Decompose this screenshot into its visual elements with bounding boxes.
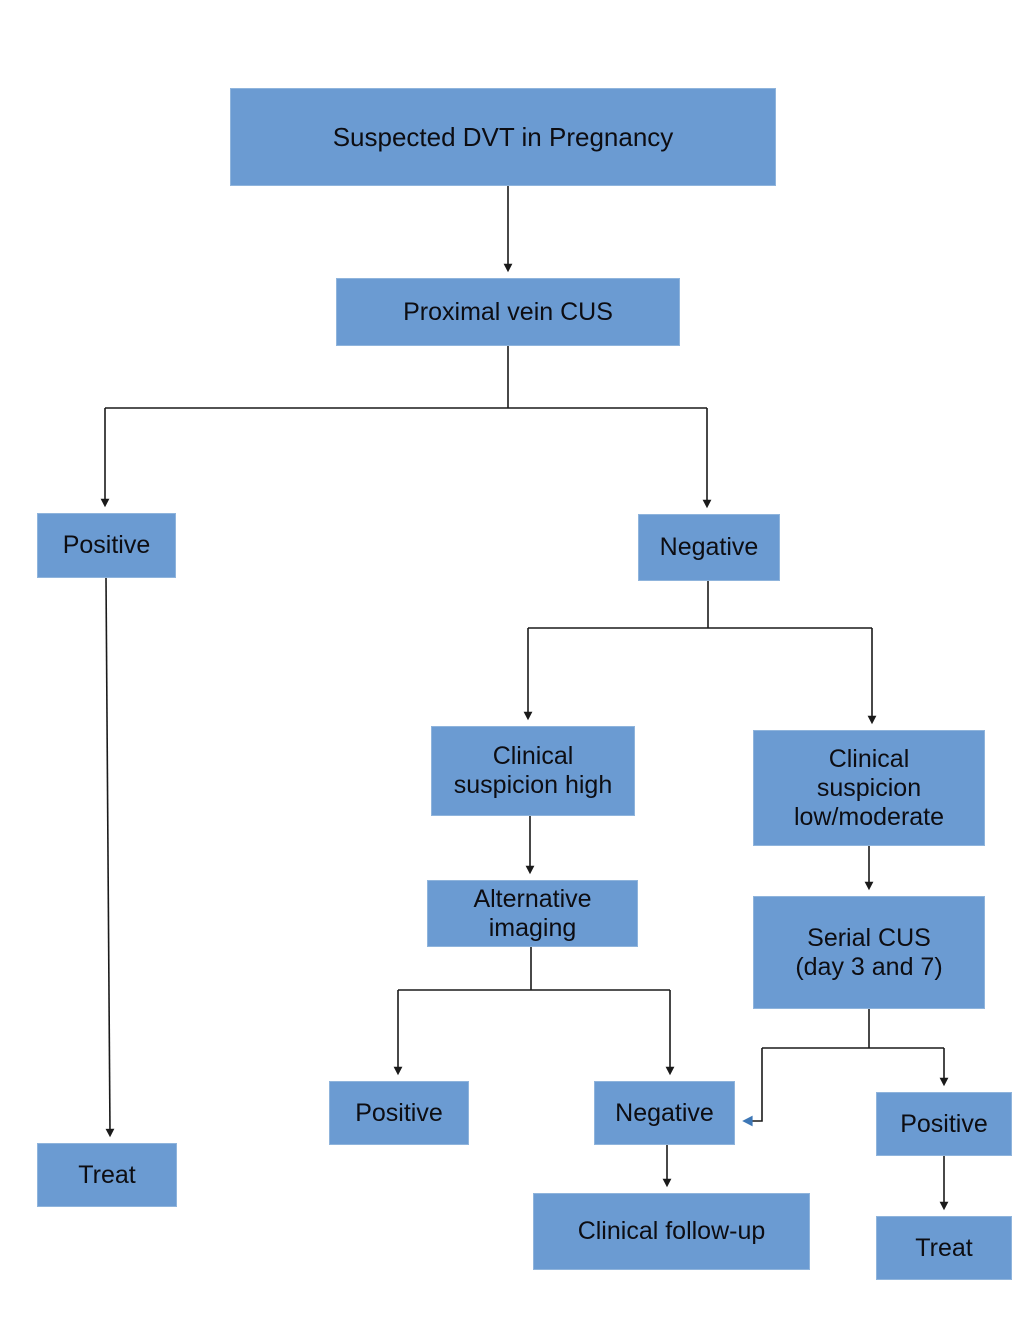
node-suspicion-low[interactable]: Clinical suspicion low/moderate	[753, 730, 985, 846]
node-proximal-vein-cus[interactable]: Proximal vein CUS	[336, 278, 680, 346]
edge-serial-to-negative	[742, 1048, 763, 1127]
node-serial-cus[interactable]: Serial CUS (day 3 and 7)	[753, 896, 985, 1009]
node-treat-right[interactable]: Treat	[876, 1216, 1012, 1280]
node-clinical-follow-up[interactable]: Clinical follow-up	[533, 1193, 810, 1270]
node-suspicion-high[interactable]: Clinical suspicion high	[431, 726, 635, 816]
node-alternative-imaging[interactable]: Alternative imaging	[427, 880, 638, 947]
node-alt-positive[interactable]: Positive	[329, 1081, 469, 1145]
node-suspected-dvt[interactable]: Suspected DVT in Pregnancy	[230, 88, 776, 186]
node-treat-left[interactable]: Treat	[37, 1143, 177, 1207]
node-cus-negative[interactable]: Negative	[638, 514, 780, 581]
edge-positive-to-treat	[105, 577, 115, 1138]
node-cus-positive[interactable]: Positive	[37, 513, 176, 578]
node-alt-negative[interactable]: Negative	[594, 1081, 735, 1145]
node-serial-positive[interactable]: Positive	[876, 1092, 1012, 1156]
